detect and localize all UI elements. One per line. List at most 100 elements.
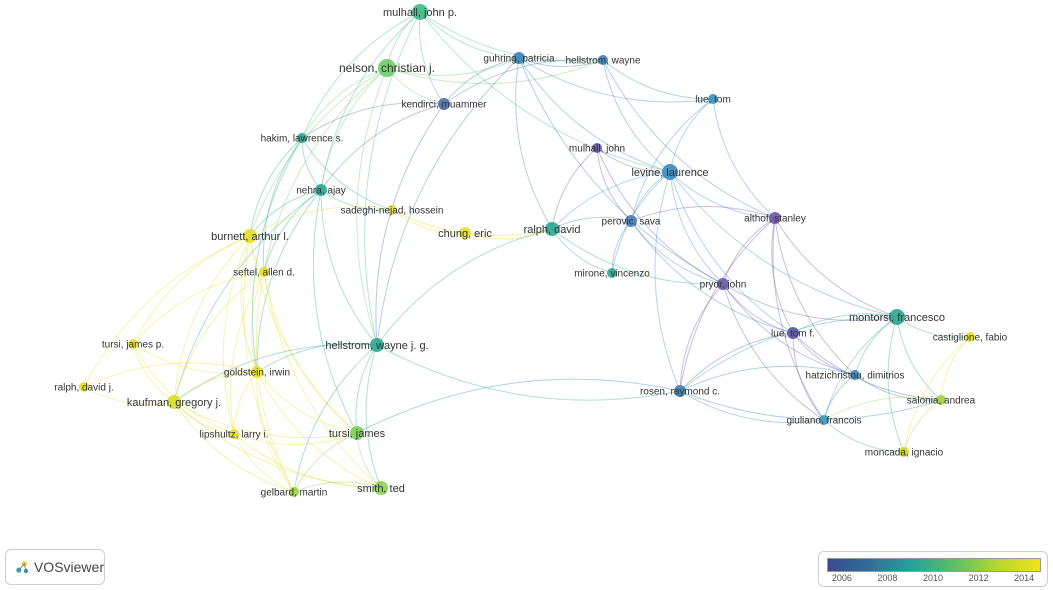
author-node-circle[interactable] bbox=[819, 415, 829, 425]
author-node-circle[interactable] bbox=[936, 395, 946, 405]
author-node-label[interactable]: giuliano, francois bbox=[786, 416, 861, 427]
author-node-circle[interactable] bbox=[229, 429, 239, 439]
author-node-label[interactable]: gelbard, martin bbox=[261, 488, 328, 499]
author-node[interactable]: ralph, david j. bbox=[54, 382, 114, 394]
author-node-circle[interactable] bbox=[289, 487, 299, 497]
author-node[interactable]: salonia, andrea bbox=[907, 395, 976, 407]
author-node[interactable]: hellstrom, wayne j. g. bbox=[325, 338, 429, 352]
author-node-circle[interactable] bbox=[545, 222, 559, 236]
author-node-circle[interactable] bbox=[378, 59, 396, 77]
author-node-circle[interactable] bbox=[438, 98, 450, 110]
author-node-label[interactable]: hellstrom, wayne j. g. bbox=[325, 340, 428, 352]
author-node-circle[interactable] bbox=[607, 268, 617, 278]
author-node-label[interactable]: kendirci, muammer bbox=[401, 100, 487, 111]
author-node[interactable]: hakim, lawrence s. bbox=[261, 133, 344, 145]
author-node[interactable]: goldstein, irwin bbox=[224, 366, 290, 379]
author-node-label[interactable]: nehra, ajay bbox=[296, 186, 345, 197]
author-node-label[interactable]: hellstrom, wayne bbox=[565, 56, 640, 67]
author-node[interactable]: smith, ted bbox=[357, 481, 405, 495]
author-node[interactable]: ralph, david bbox=[524, 222, 581, 236]
author-node[interactable]: tursi, james bbox=[329, 426, 386, 440]
author-node-circle[interactable] bbox=[374, 481, 388, 495]
author-node-label[interactable]: mulhall, john p. bbox=[383, 7, 457, 19]
author-node-label[interactable]: tursi, james p. bbox=[102, 340, 164, 351]
author-node-label[interactable]: nelson, christian j. bbox=[339, 61, 435, 75]
author-node[interactable]: kaufman, gregory j. bbox=[127, 395, 221, 409]
author-node-circle[interactable] bbox=[625, 215, 637, 227]
author-node-circle[interactable] bbox=[297, 133, 307, 143]
author-node-label[interactable]: montorsi, francesco bbox=[849, 312, 945, 324]
author-node[interactable]: montorsi, francesco bbox=[849, 309, 945, 325]
author-node-circle[interactable] bbox=[708, 94, 718, 104]
author-node-label[interactable]: mulhall, john bbox=[569, 144, 625, 155]
author-node-label[interactable]: lue, tom f. bbox=[771, 329, 815, 340]
author-node-circle[interactable] bbox=[259, 267, 269, 277]
author-node-label[interactable]: seftel, allen d. bbox=[233, 268, 295, 279]
author-node-label[interactable]: guhring, patricia bbox=[483, 54, 555, 65]
author-node-label[interactable]: smith, ted bbox=[357, 483, 405, 495]
author-node[interactable]: castiglione, fabio bbox=[933, 332, 1008, 344]
author-node[interactable]: mulhall, john bbox=[569, 143, 625, 155]
author-node[interactable]: althof, stanley bbox=[744, 212, 806, 225]
author-node-label[interactable]: burnett, arthur l. bbox=[211, 231, 289, 243]
author-node-label[interactable]: chung, eric bbox=[438, 228, 492, 240]
author-node-circle[interactable] bbox=[965, 332, 975, 342]
author-node[interactable]: mirone, vincenzo bbox=[574, 268, 650, 280]
author-node[interactable]: sadeghi-nejad, hossein bbox=[341, 205, 444, 217]
author-node-circle[interactable] bbox=[899, 447, 909, 457]
author-node[interactable]: lue, tom bbox=[695, 94, 731, 106]
author-node-label[interactable]: mirone, vincenzo bbox=[574, 269, 650, 280]
author-node-circle[interactable] bbox=[850, 370, 860, 380]
author-node-circle[interactable] bbox=[787, 327, 799, 339]
author-node-circle[interactable] bbox=[513, 52, 525, 64]
author-node-label[interactable]: kaufman, gregory j. bbox=[127, 397, 221, 409]
author-node[interactable]: gelbard, martin bbox=[261, 487, 328, 499]
author-node-label[interactable]: ralph, david bbox=[524, 224, 581, 236]
author-node-circle[interactable] bbox=[598, 55, 608, 65]
author-node-label[interactable]: levine, laurence bbox=[631, 167, 708, 179]
author-node-circle[interactable] bbox=[350, 426, 364, 440]
author-node-label[interactable]: perovic, sava bbox=[602, 217, 661, 228]
author-node-label[interactable]: sadeghi-nejad, hossein bbox=[341, 206, 444, 217]
author-node-circle[interactable] bbox=[592, 143, 602, 153]
author-node-label[interactable]: althof, stanley bbox=[744, 214, 806, 225]
author-node[interactable]: mulhall, john p. bbox=[383, 4, 457, 20]
author-node[interactable]: kendirci, muammer bbox=[401, 98, 487, 111]
author-node-circle[interactable] bbox=[412, 4, 428, 20]
author-node[interactable]: lue, tom f. bbox=[771, 327, 815, 340]
author-node-label[interactable]: rosen, raymond c. bbox=[640, 387, 720, 398]
author-node[interactable]: chung, eric bbox=[438, 227, 492, 240]
author-node[interactable]: pryor, john bbox=[700, 278, 747, 291]
author-node[interactable]: moncada, ignacio bbox=[865, 447, 944, 459]
author-node[interactable]: perovic, sava bbox=[602, 215, 661, 228]
author-node-circle[interactable] bbox=[459, 227, 471, 239]
author-node-label[interactable]: hakim, lawrence s. bbox=[261, 134, 344, 145]
author-node-circle[interactable] bbox=[662, 164, 678, 180]
author-node-circle[interactable] bbox=[370, 338, 384, 352]
author-node-label[interactable]: goldstein, irwin bbox=[224, 368, 290, 379]
author-node-circle[interactable] bbox=[674, 385, 686, 397]
author-node[interactable]: levine, laurence bbox=[631, 164, 709, 180]
author-node[interactable]: nelson, christian j. bbox=[339, 59, 435, 77]
author-node-circle[interactable] bbox=[769, 212, 781, 224]
author-node[interactable]: hellstrom, wayne bbox=[565, 55, 641, 67]
author-node-label[interactable]: tursi, james bbox=[329, 428, 386, 440]
author-node-label[interactable]: salonia, andrea bbox=[907, 396, 976, 407]
author-node[interactable]: giuliano, francois bbox=[786, 415, 862, 427]
author-node-circle[interactable] bbox=[79, 382, 89, 392]
author-node-circle[interactable] bbox=[889, 309, 905, 325]
author-node-circle[interactable] bbox=[315, 184, 327, 196]
author-node-label[interactable]: lue, tom bbox=[695, 95, 731, 106]
author-node-label[interactable]: hatzichristou, dimitrios bbox=[806, 371, 905, 382]
author-node-circle[interactable] bbox=[243, 229, 257, 243]
author-node[interactable]: hatzichristou, dimitrios bbox=[806, 370, 905, 382]
author-node-label[interactable]: ralph, david j. bbox=[54, 383, 113, 394]
author-node[interactable]: guhring, patricia bbox=[483, 52, 555, 65]
author-node-circle[interactable] bbox=[387, 205, 397, 215]
author-node[interactable]: rosen, raymond c. bbox=[640, 385, 720, 398]
author-node[interactable]: seftel, allen d. bbox=[233, 267, 295, 279]
author-node-circle[interactable] bbox=[128, 339, 138, 349]
author-node[interactable]: lipshultz, larry i. bbox=[200, 429, 269, 441]
author-node-label[interactable]: castiglione, fabio bbox=[933, 333, 1008, 344]
